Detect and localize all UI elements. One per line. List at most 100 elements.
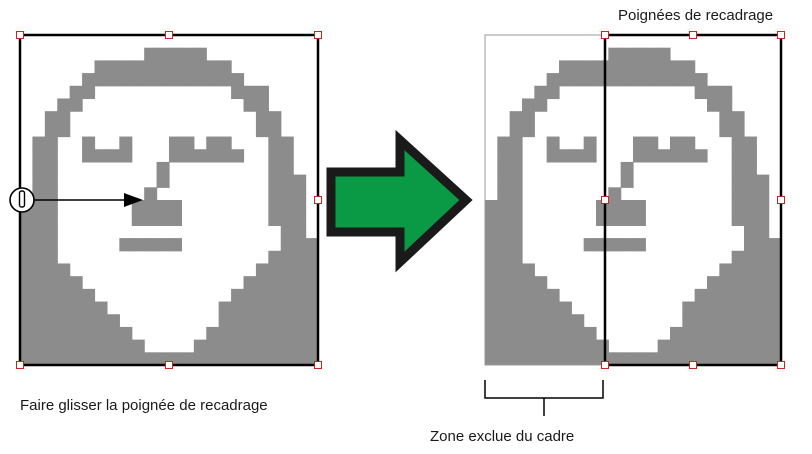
portrait-pixel	[731, 314, 745, 328]
crop-handle-icon[interactable]	[16, 361, 24, 369]
portrait-pixel	[268, 250, 282, 265]
portrait-pixel	[744, 288, 757, 303]
portrait-pixel	[280, 339, 294, 353]
portrait-pixel	[293, 288, 307, 303]
portrait-pixel	[657, 339, 671, 353]
crop-handle-icon[interactable]	[314, 196, 322, 204]
portrait-pixel	[69, 314, 83, 328]
portrait-pixel	[497, 136, 511, 150]
portrait-pixel	[131, 73, 145, 87]
portrait-pixel	[131, 200, 145, 214]
portrait-pixel	[193, 352, 207, 365]
crop-handle-icon[interactable]	[601, 361, 609, 369]
portrait-pixel	[694, 339, 708, 353]
crop-handle-icon[interactable]	[165, 31, 173, 39]
portrait-pixel	[268, 149, 282, 163]
crop-handle-icon[interactable]	[777, 361, 785, 369]
portrait-pixel	[293, 276, 307, 290]
portrait-pixel	[94, 314, 108, 328]
portrait-pixel	[293, 352, 307, 365]
portrait-pixel	[169, 238, 183, 252]
crop-handle-icon[interactable]	[314, 31, 322, 39]
portrait-pixel	[231, 288, 245, 303]
portrait-pixel	[206, 136, 220, 150]
crop-handle-icon[interactable]	[777, 196, 785, 204]
portrait-pixel	[94, 149, 108, 163]
portrait-pixel	[268, 263, 282, 277]
portrait-pixel	[768, 326, 781, 341]
crop-handle-icon[interactable]	[16, 31, 24, 39]
portrait-pixel	[44, 288, 58, 303]
portrait-pixel	[546, 301, 560, 315]
portrait-original	[20, 47, 318, 365]
portrait-pixel	[731, 301, 745, 315]
portrait-pixel	[293, 225, 307, 239]
portrait-pixel	[44, 301, 58, 315]
portrait-pixel	[57, 326, 71, 341]
portrait-pixel	[571, 149, 585, 163]
portrait-pixel	[559, 326, 572, 341]
crop-handle-icon[interactable]	[689, 361, 697, 369]
portrait-pixel	[44, 263, 58, 277]
portrait-pixel	[546, 288, 560, 303]
portrait-pixel	[131, 339, 145, 353]
portrait-pixel	[768, 238, 781, 252]
portrait-pixel	[682, 326, 696, 341]
portrait-pixel	[559, 352, 572, 365]
crop-handle-icon[interactable]	[777, 31, 785, 39]
portrait-pixel	[243, 85, 257, 100]
crop-handle-icon[interactable]	[601, 196, 609, 204]
portrait-pixel	[94, 352, 108, 365]
portrait-pixel	[20, 314, 34, 328]
portrait-pixel	[583, 136, 597, 150]
portrait-pixel	[719, 98, 733, 112]
portrait-pixel	[744, 314, 757, 328]
portrait-pixel	[255, 314, 269, 328]
portrait-pixel	[32, 301, 46, 315]
portrait-pixel	[497, 288, 511, 303]
portrait-pixel	[106, 60, 120, 74]
portrait-pixel	[106, 149, 120, 163]
portrait-pixel	[82, 149, 96, 163]
portrait-pixel	[756, 326, 770, 341]
portrait-pixel	[744, 136, 757, 150]
crop-handle-icon[interactable]	[601, 31, 609, 39]
portrait-pixel	[546, 326, 560, 341]
portrait-pixel	[497, 212, 511, 226]
portrait-pixel	[119, 60, 133, 74]
portrait-pixel	[144, 60, 158, 74]
portrait-pixel	[20, 276, 34, 290]
portrait-pixel	[44, 225, 58, 239]
portrait-pixel	[756, 288, 770, 303]
portrait-pixel	[280, 212, 294, 226]
portrait-pixel	[707, 352, 720, 365]
portrait-pixel	[94, 339, 108, 353]
portrait-pixel	[497, 149, 511, 163]
portrait-pixel	[44, 136, 58, 150]
portrait-pixel	[670, 149, 683, 163]
portrait-pixel	[707, 276, 720, 290]
portrait-pixel	[69, 352, 83, 365]
portrait-pixel	[583, 60, 597, 74]
portrait-pixel	[571, 60, 585, 74]
portrait-pixel	[756, 276, 770, 290]
portrait-pixel	[280, 352, 294, 365]
portrait-pixel	[44, 339, 58, 353]
portrait-pixel	[20, 225, 34, 239]
portrait-pixel	[620, 238, 634, 252]
portrait-pixel	[218, 314, 232, 328]
crop-handle-icon[interactable]	[165, 361, 173, 369]
portrait-pixel	[106, 352, 120, 365]
portrait-pixel	[305, 276, 318, 290]
portrait-pixel	[633, 238, 646, 252]
portrait-pixel	[231, 85, 245, 100]
crop-handle-icon[interactable]	[689, 31, 697, 39]
portrait-pixel	[744, 225, 757, 239]
crop-handle-icon[interactable]	[314, 361, 322, 369]
portrait-pixel	[255, 288, 269, 303]
portrait-pixel	[509, 276, 523, 290]
portrait-pixel	[633, 149, 646, 163]
portrait-pixel	[744, 238, 757, 252]
portrait-pixel	[608, 212, 622, 226]
